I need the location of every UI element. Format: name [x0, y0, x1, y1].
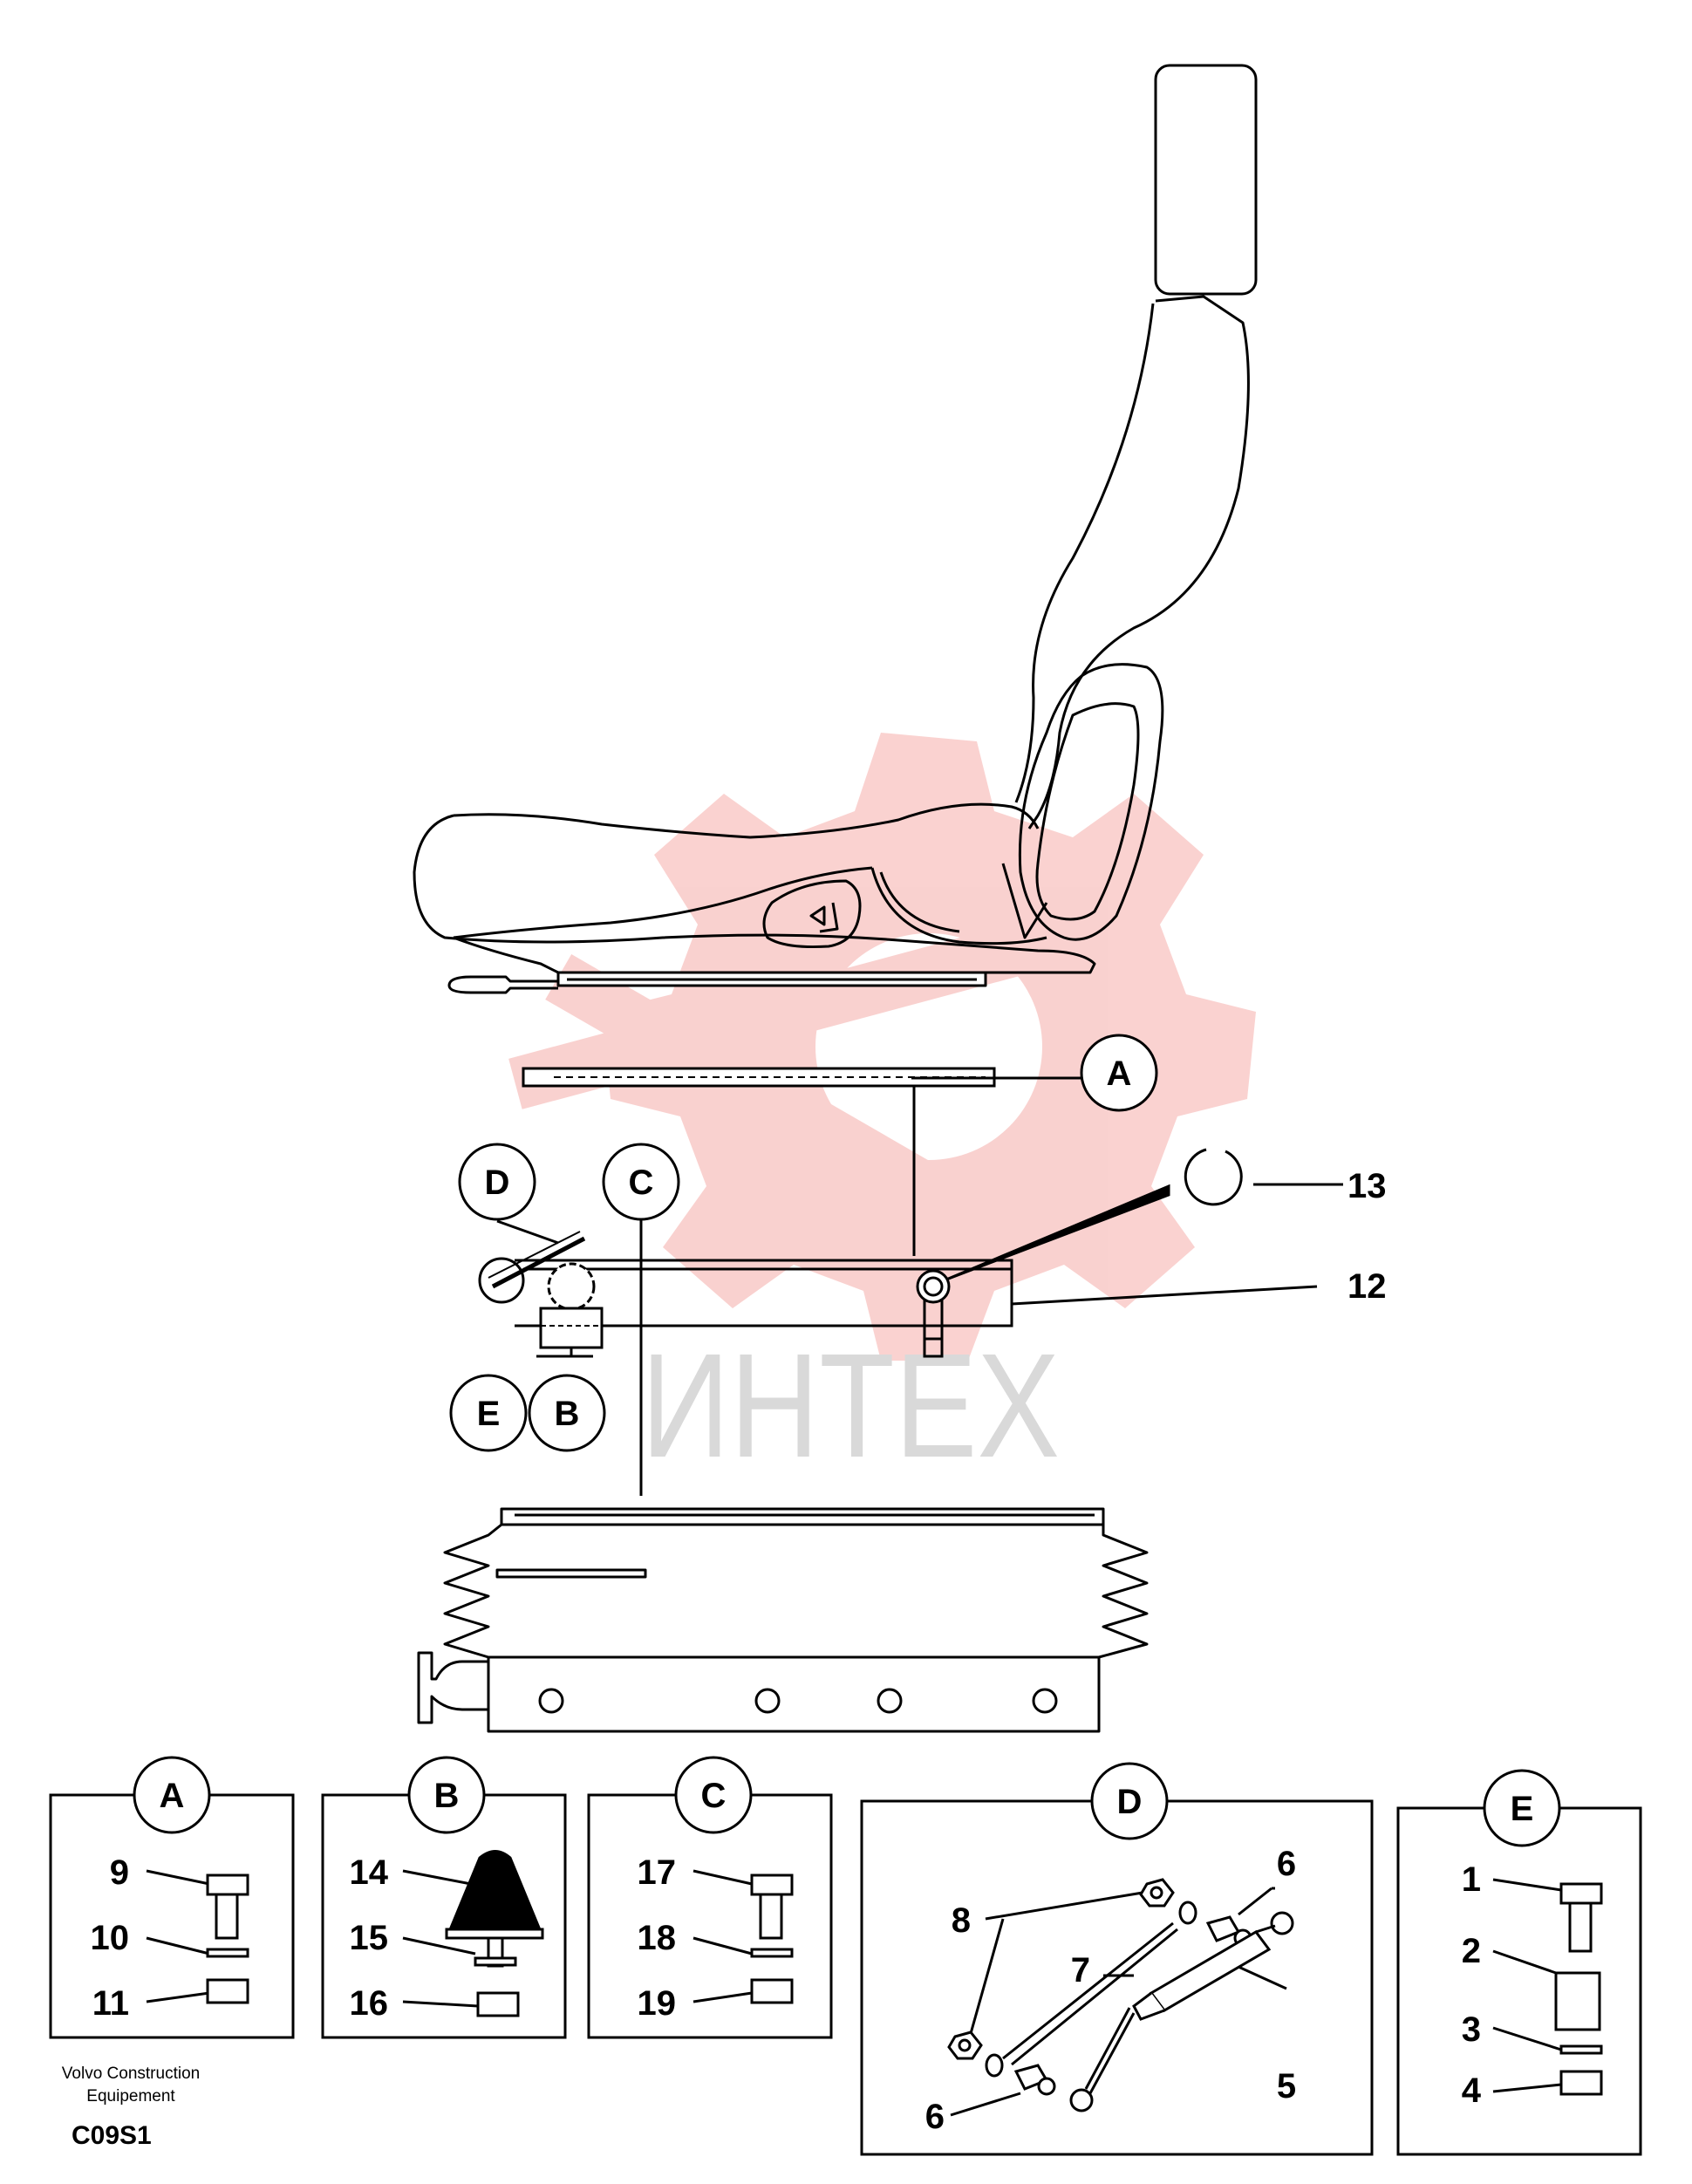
detail-box-B: B 14 15 16: [321, 1756, 567, 2039]
label-10: 10: [91, 1919, 130, 1957]
front-slide-handle: [447, 975, 558, 994]
seat-side-lever: [762, 879, 862, 949]
suspension-base: [417, 1204, 1149, 1733]
main-callout-C: C: [602, 1143, 680, 1221]
svg-text:A: A: [160, 1777, 185, 1815]
label-14: 14: [350, 1853, 389, 1892]
svg-text:E: E: [477, 1395, 501, 1433]
adjustment-frame: [478, 1184, 1318, 1358]
label-15: 15: [350, 1919, 389, 1957]
watermark-text: ИНТЕХ: [641, 1323, 1060, 1489]
company-line-1: Volvo Construction: [62, 2065, 200, 2083]
detail-box-A: A 9 10 11: [49, 1756, 295, 2039]
label-2: 2: [1462, 1932, 1481, 1970]
main-callout-D: D: [458, 1143, 536, 1221]
circlip-13: [1184, 1148, 1343, 1206]
seat-illustration: [413, 64, 1258, 994]
drawing-code: C09S1: [72, 2121, 152, 2150]
svg-text:D: D: [1117, 1783, 1143, 1821]
svg-text:A: A: [1107, 1054, 1132, 1093]
label-1: 1: [1462, 1860, 1481, 1899]
label-18: 18: [638, 1919, 677, 1957]
main-callout-E: E: [449, 1374, 528, 1452]
label-19: 19: [638, 1984, 677, 2023]
label-12: 12: [1347, 1267, 1387, 1306]
weight-adjust-knob: [417, 1651, 488, 1724]
label-9: 9: [110, 1853, 129, 1892]
seat-cushion: [413, 814, 1096, 974]
rail-plate: [522, 1067, 1081, 1256]
main-callout-B: B: [528, 1374, 606, 1452]
label-4: 4: [1462, 2071, 1482, 2110]
svg-text:D: D: [485, 1164, 510, 1202]
detail-box-D: D 8 6 7 6 5: [860, 1762, 1374, 2156]
label-8: 8: [952, 1901, 971, 1940]
label-13: 13: [1347, 1167, 1387, 1205]
side-bolster: [1018, 663, 1164, 941]
svg-text:B: B: [434, 1777, 460, 1815]
label-6-bottom: 6: [925, 2098, 945, 2136]
svg-text:B: B: [555, 1395, 580, 1433]
backrest: [1027, 295, 1250, 829]
svg-text:E: E: [1511, 1790, 1534, 1828]
svg-text:C: C: [701, 1777, 727, 1815]
label-3: 3: [1462, 2010, 1481, 2049]
headrest: [1154, 64, 1258, 296]
label-16: 16: [350, 1984, 389, 2023]
main-callout-A: A: [1080, 1034, 1158, 1112]
label-17: 17: [638, 1853, 677, 1892]
detail-box-C: C 17 18 19: [587, 1756, 833, 2039]
company-line-2: Equipement: [86, 2087, 175, 2106]
main-leaders: [496, 1219, 593, 1358]
label-7: 7: [1071, 1951, 1090, 1989]
label-6-top: 6: [1277, 1845, 1296, 1883]
label-5: 5: [1277, 2067, 1296, 2106]
label-11: 11: [92, 1984, 129, 2023]
svg-text:C: C: [629, 1164, 654, 1202]
detail-box-E: E 1 2 3 4: [1396, 1769, 1642, 2156]
